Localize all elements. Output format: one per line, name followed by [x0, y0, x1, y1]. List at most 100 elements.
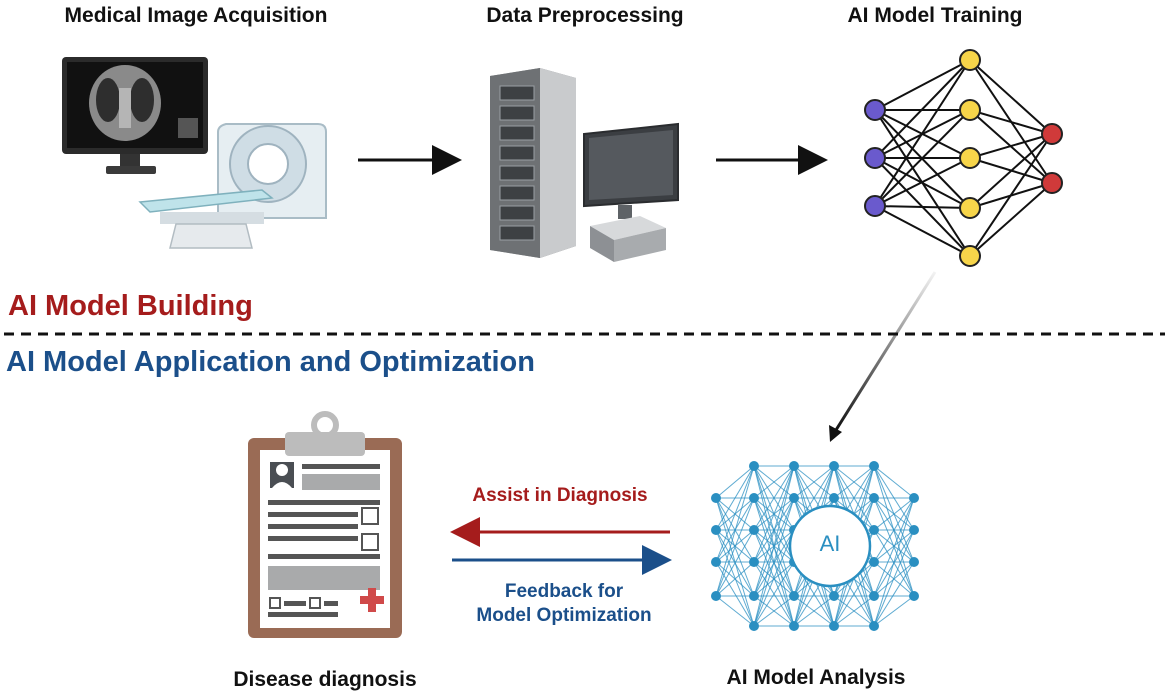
ai-node	[749, 493, 759, 503]
stage-title-analysis: AI Model Analysis	[726, 666, 906, 689]
ai-link	[715, 465, 755, 597]
ai-node	[711, 591, 721, 601]
ai-core-label: AI	[819, 531, 841, 556]
ai-node	[749, 525, 759, 535]
ai-node	[789, 621, 799, 631]
ai-link	[753, 465, 795, 563]
nn-link	[874, 157, 971, 207]
ai-link	[715, 529, 755, 597]
stage-title-diagnosis: Disease diagnosis	[233, 668, 417, 691]
ai-node	[711, 557, 721, 567]
nn-hidden-node	[959, 147, 981, 169]
ai-network-illustration	[711, 461, 919, 631]
nn-link	[969, 59, 1053, 135]
ai-link	[753, 529, 795, 627]
nn-hidden-node	[959, 245, 981, 267]
nn-link	[874, 205, 971, 209]
ai-link	[833, 465, 875, 499]
ai-link	[873, 465, 915, 597]
ai-link	[753, 465, 795, 499]
ai-node	[909, 591, 919, 601]
nn-output-node	[1041, 172, 1063, 194]
ai-link	[753, 561, 795, 627]
nn-input-node	[864, 147, 886, 169]
ai-node	[869, 525, 879, 535]
ct-scanner-illustration	[62, 57, 327, 249]
flow-label-feedback-line1: Feedback for	[504, 581, 624, 602]
nn-hidden-node	[959, 49, 981, 71]
ai-node	[789, 591, 799, 601]
ai-node	[909, 557, 919, 567]
neural-network-illustration	[864, 49, 1063, 267]
ai-node	[711, 525, 721, 535]
ai-node	[869, 591, 879, 601]
ai-core-circle	[788, 504, 872, 588]
ai-link	[715, 465, 755, 563]
nn-link	[969, 133, 1053, 209]
ai-link	[873, 497, 915, 563]
nn-link	[874, 205, 971, 257]
ai-node	[789, 493, 799, 503]
stage-title-acquisition: Medical Image Acquisition	[64, 4, 328, 27]
nn-link	[969, 182, 1053, 257]
ai-link	[753, 497, 795, 627]
ai-link	[793, 465, 835, 499]
nn-link	[969, 133, 1053, 257]
ai-node	[749, 621, 759, 631]
ai-node	[789, 461, 799, 471]
ai-node	[749, 591, 759, 601]
ai-node	[869, 621, 879, 631]
ai-node	[829, 591, 839, 601]
ai-node	[829, 493, 839, 503]
ai-link	[873, 561, 915, 627]
nn-hidden-node	[959, 99, 981, 121]
ai-link	[873, 497, 915, 531]
ai-node	[869, 493, 879, 503]
ai-link	[753, 465, 795, 597]
nn-link	[874, 109, 971, 207]
arrow-training-to-analysis	[834, 271, 937, 431]
ai-node	[829, 621, 839, 631]
nn-link	[874, 59, 971, 111]
ai-link	[715, 595, 755, 627]
ai-node	[711, 493, 721, 503]
ai-link	[833, 561, 875, 627]
flow-label-feedback: Feedback for Model Optimization	[476, 580, 651, 628]
ai-link	[873, 595, 915, 627]
nn-output-node	[1041, 123, 1063, 145]
ai-link	[833, 595, 875, 627]
server-computer-illustration	[490, 68, 679, 262]
ai-node	[909, 525, 919, 535]
ai-node	[869, 557, 879, 567]
ai-node	[749, 461, 759, 471]
ai-node	[909, 493, 919, 503]
arrow-training-to-analysis-head	[829, 425, 842, 442]
ai-link	[793, 595, 835, 627]
ai-link	[715, 465, 755, 499]
ai-link	[753, 465, 795, 531]
ai-link	[753, 595, 795, 627]
ai-link	[753, 465, 795, 627]
flow-label-assist: Assist in Diagnosis	[472, 485, 648, 506]
ai-link	[715, 561, 755, 627]
ai-node	[869, 461, 879, 471]
nn-input-node	[864, 99, 886, 121]
nn-link	[874, 59, 971, 159]
ai-link	[715, 497, 755, 597]
stage-title-preprocessing: Data Preprocessing	[486, 4, 684, 27]
ai-link	[715, 465, 755, 531]
nn-link	[969, 133, 1053, 159]
stage-title-training: AI Model Training	[847, 4, 1023, 27]
nn-link	[969, 109, 1053, 135]
ai-link	[873, 465, 915, 499]
section-title-building: AI Model Building	[8, 290, 253, 322]
ai-node	[749, 557, 759, 567]
ai-link	[873, 497, 915, 597]
ai-link	[873, 529, 915, 627]
ai-link	[715, 561, 755, 597]
clipboard-report-illustration	[248, 411, 402, 638]
ai-link	[873, 497, 915, 627]
nn-hidden-node	[959, 197, 981, 219]
flow-label-feedback-line2: Model Optimization	[476, 605, 652, 626]
